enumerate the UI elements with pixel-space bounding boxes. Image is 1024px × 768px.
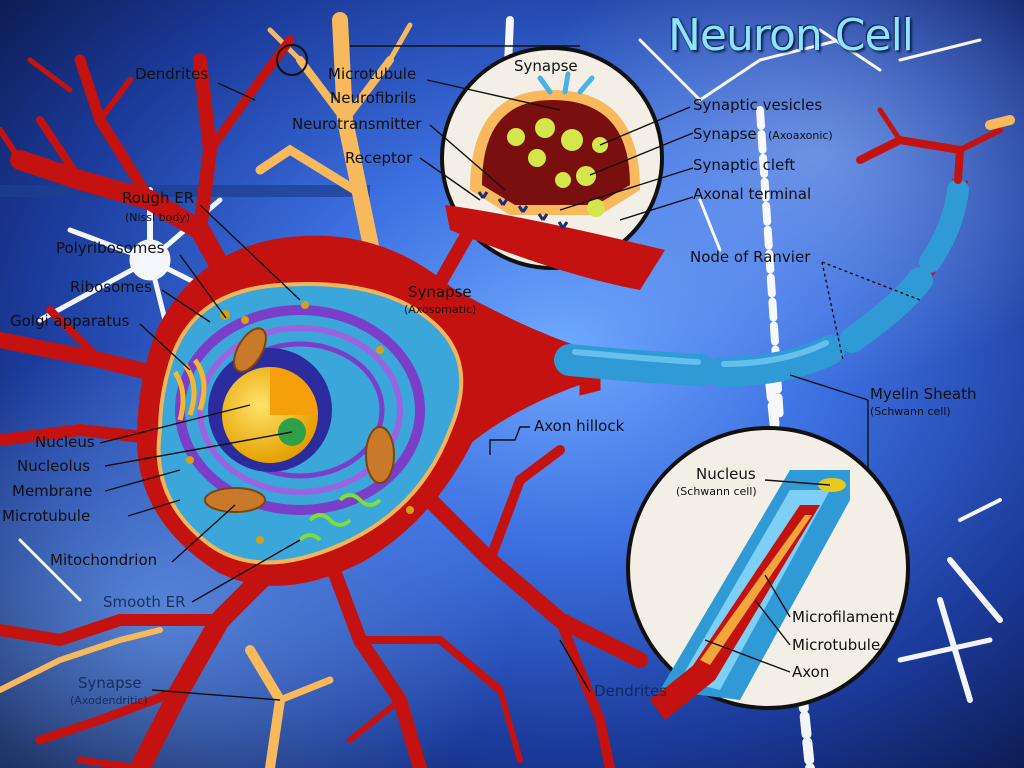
label-smooth-er: Smooth ER (103, 593, 186, 611)
label-synaptic-vesicles: Synaptic vesicles (693, 96, 823, 114)
label-nucleus-schwann: Nucleus (696, 465, 756, 483)
schwann-nucleus (818, 478, 846, 492)
label-synapse-inset: Synapse (514, 57, 578, 75)
label-nucleus-schwann-sub: (Schwann cell) (676, 485, 757, 498)
myelin-highlight (572, 340, 829, 367)
label-microtubule-top: Microtubule (328, 65, 417, 83)
label-synapse-axodendritic: Synapse (78, 674, 142, 692)
label-nucleolus: Nucleolus (17, 457, 91, 475)
label-mitochondrion: Mitochondrion (50, 551, 158, 569)
axon-inset (626, 426, 910, 720)
label-synaptic-cleft: Synaptic cleft (693, 156, 796, 174)
synapse-inset (440, 46, 665, 290)
page-title: Neuron Cell (668, 10, 914, 61)
mitochondrion (233, 327, 267, 373)
ribosomes (186, 301, 414, 544)
label-axonal-terminal: Axonal terminal (693, 185, 812, 203)
label-dendrites-top: Dendrites (135, 65, 209, 83)
label-ribosomes: Ribosomes (70, 278, 152, 296)
label-nucleus: Nucleus (35, 433, 95, 451)
mitochondrion (204, 487, 266, 513)
label-axon: Axon (792, 663, 830, 681)
mitochondrion (365, 426, 395, 484)
label-microtubule-left: Microtubule (2, 507, 91, 525)
label-synapse-axoaxonic: Synapse (693, 125, 757, 143)
smooth-er (298, 493, 382, 542)
label-neurotransmitter: Neurotransmitter (292, 115, 422, 133)
label-microfilament: Microfilament (792, 608, 895, 626)
label-microtubule-inset: Microtubule (792, 636, 881, 654)
label-axon-hillock: Axon hillock (534, 417, 625, 435)
label-polyribosomes: Polyribosomes (56, 239, 165, 257)
label-golgi-apparatus: Golgi apparatus (10, 312, 130, 330)
label-node-of-ranvier: Node of Ranvier (690, 248, 811, 266)
label-dendrites-bottom: Dendrites (594, 682, 668, 700)
label-neurofibrils: Neurofibrils (330, 89, 417, 107)
label-receptor: Receptor (345, 149, 413, 167)
myelin-sheath (554, 179, 969, 387)
label-synapse-axosomatic: Synapse (408, 283, 472, 301)
axon-terminal (856, 107, 1003, 184)
label-synapse-axoaxonic-sub: (Axoaxonic) (768, 129, 833, 142)
label-membrane: Membrane (12, 482, 93, 500)
label-rough-er-sub: (Nissl body) (125, 211, 191, 224)
label-rough-er: Rough ER (122, 189, 195, 207)
tan-dendrite-top (255, 12, 413, 298)
golgi-apparatus (172, 358, 207, 421)
synapse-highlight-circle (276, 44, 308, 76)
leader-lines (99, 45, 921, 701)
label-myelin-sheath: Myelin Sheath (870, 385, 977, 403)
label-synapse-axosomatic-sub: (Axosomatic) (404, 303, 477, 316)
label-synapse-axodendritic-sub: (Axodendritic) (70, 694, 148, 707)
label-myelin-sheath-sub: (Schwann cell) (870, 405, 951, 418)
